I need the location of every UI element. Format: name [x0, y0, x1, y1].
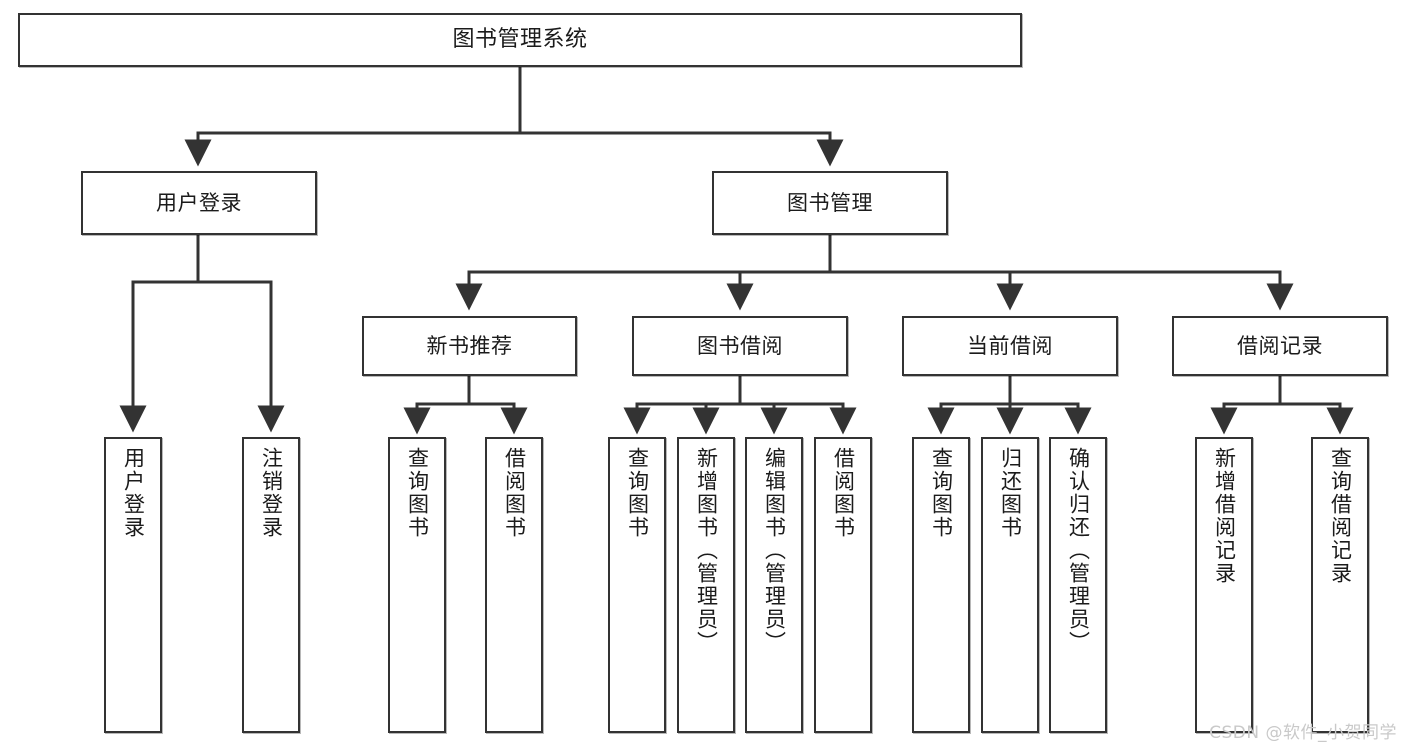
node-label: 查询图书	[929, 447, 954, 539]
leaf-query-book-current[interactable]: 查询图书	[912, 437, 970, 733]
leaf-confirm-return-admin[interactable]: 确认归还（管理员）	[1049, 437, 1107, 733]
leaf-add-borrow-record[interactable]: 新增借阅记录	[1195, 437, 1253, 733]
node-label: 图书管理系统	[452, 27, 588, 53]
leaf-edit-book-admin[interactable]: 编辑图书（管理员）	[745, 437, 803, 733]
node-label: 图书借阅	[697, 333, 783, 358]
leaf-logout[interactable]: 注销登录	[242, 437, 300, 733]
node-book-management[interactable]: 图书管理	[712, 171, 948, 235]
node-label: 用户登录	[121, 447, 146, 539]
leaf-borrow-book-newbook[interactable]: 借阅图书	[485, 437, 543, 733]
leaf-add-book-admin[interactable]: 新增图书（管理员）	[677, 437, 735, 733]
node-label: 注销登录	[259, 447, 284, 539]
leaf-query-book-newbook[interactable]: 查询图书	[388, 437, 446, 733]
node-label: 借阅图书	[502, 447, 527, 539]
node-label: 新增借阅记录	[1212, 447, 1237, 585]
node-label: 新书推荐	[426, 333, 513, 358]
node-label: 用户登录	[156, 190, 242, 215]
node-label: 借阅记录	[1237, 333, 1323, 358]
node-label: 查询借阅记录	[1328, 447, 1353, 585]
leaf-query-book-borrow[interactable]: 查询图书	[608, 437, 666, 733]
node-borrow-record[interactable]: 借阅记录	[1172, 316, 1388, 376]
node-current-borrow[interactable]: 当前借阅	[902, 316, 1118, 376]
node-label: 新增图书（管理员）	[694, 447, 719, 654]
node-label: 归还图书	[998, 447, 1023, 539]
node-user-login[interactable]: 用户登录	[81, 171, 317, 235]
leaf-user-login[interactable]: 用户登录	[104, 437, 162, 733]
node-label: 当前借阅	[967, 333, 1053, 358]
leaf-borrow-book-borrow[interactable]: 借阅图书	[814, 437, 872, 733]
node-root-system[interactable]: 图书管理系统	[18, 13, 1022, 67]
node-label: 图书管理	[787, 190, 873, 215]
csdn-watermark: CSDN @软件_小贺同学	[1209, 723, 1397, 743]
node-label: 查询图书	[625, 447, 650, 539]
node-label: 借阅图书	[831, 447, 856, 539]
node-new-book-recommend[interactable]: 新书推荐	[362, 316, 577, 376]
node-label: 编辑图书（管理员）	[762, 447, 787, 654]
leaf-query-borrow-record[interactable]: 查询借阅记录	[1311, 437, 1369, 733]
leaf-return-book[interactable]: 归还图书	[981, 437, 1039, 733]
node-label: 确认归还（管理员）	[1066, 447, 1091, 654]
node-label: 查询图书	[405, 447, 430, 539]
node-book-borrow[interactable]: 图书借阅	[632, 316, 848, 376]
